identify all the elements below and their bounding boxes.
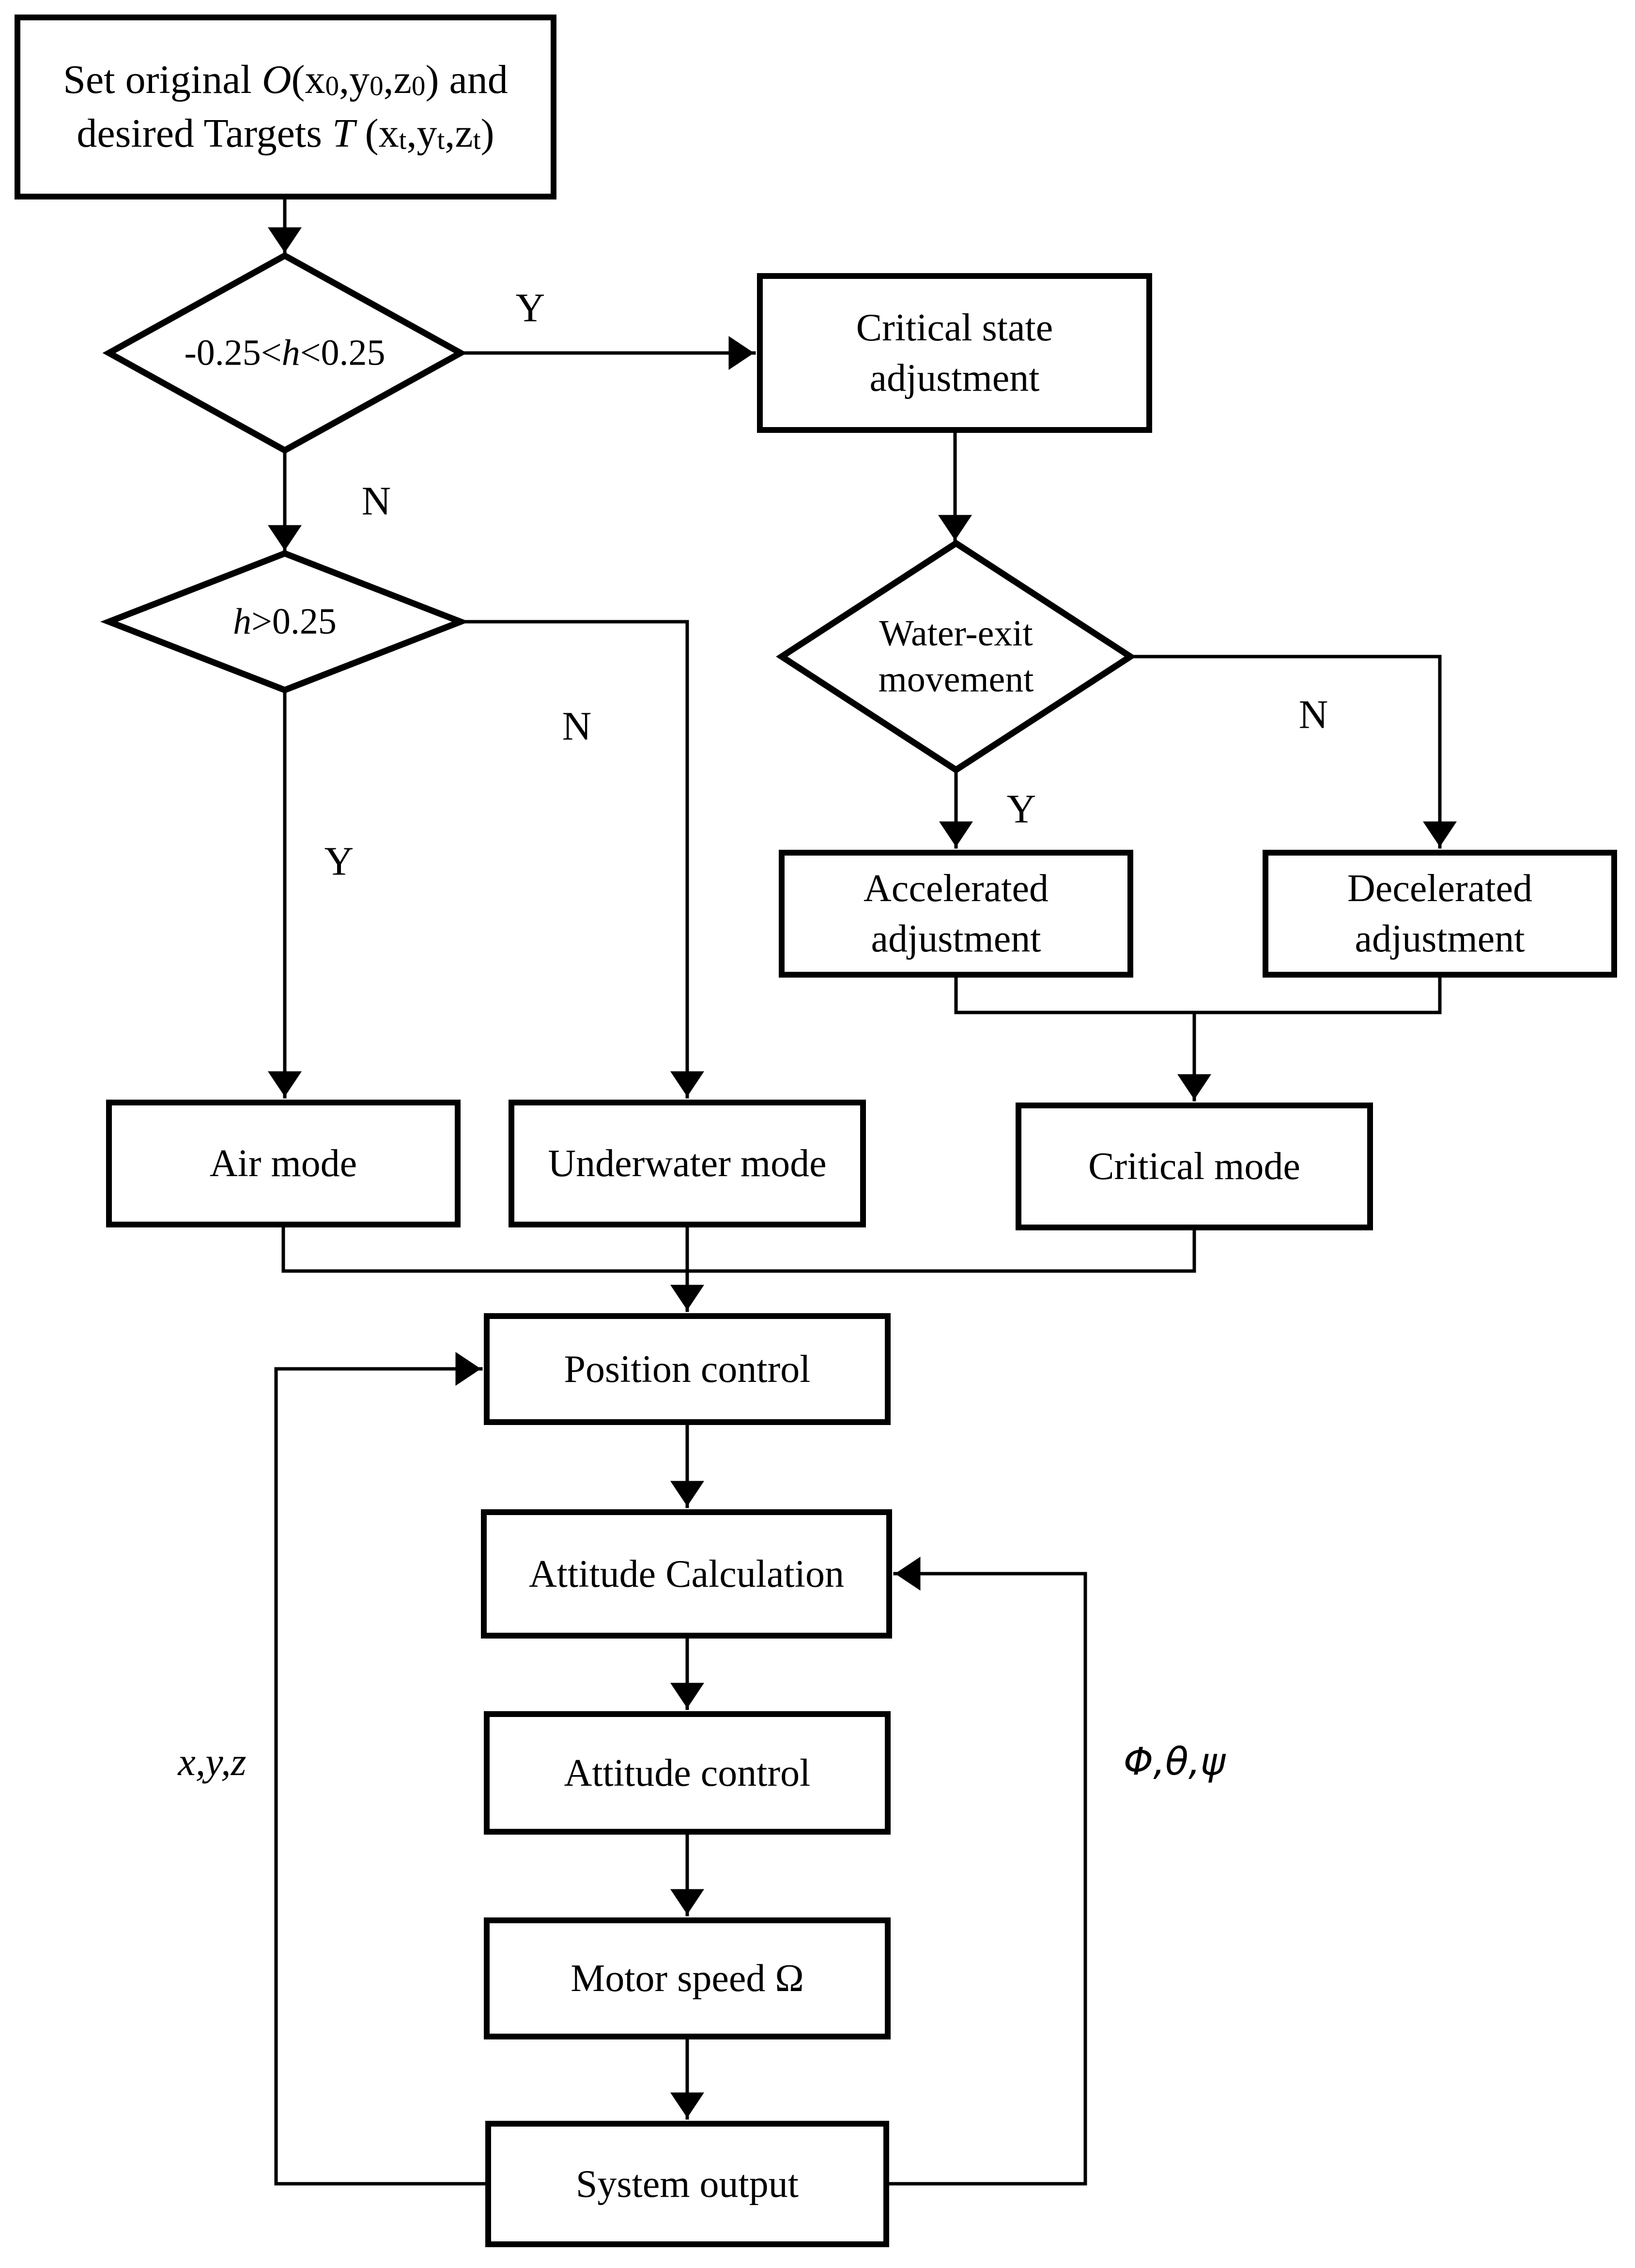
attitude-calculation-label: Attitude Calculation bbox=[529, 1552, 844, 1595]
decision-h-range-diamond bbox=[102, 252, 467, 454]
position-control-label: Position control bbox=[564, 1348, 811, 1391]
decision-h-gt-label: h>0.25 bbox=[233, 601, 337, 642]
attitude-calculation-box: Attitude Calculation bbox=[481, 1509, 892, 1639]
motor-speed-label: Motor speed Ω bbox=[571, 1957, 804, 2000]
edge-accel-to-criticalmode bbox=[954, 976, 1211, 1102]
decelerated-adjustment-label: Decelerated adjustment bbox=[1347, 867, 1532, 960]
air-mode-box: Air mode bbox=[106, 1100, 461, 1227]
motor-speed-box: Motor speed Ω bbox=[484, 1917, 891, 2039]
feedback-label-xyz: x,y,z bbox=[178, 1740, 247, 1784]
edge-label-no-h-range: N bbox=[361, 478, 391, 524]
system-output-label: System output bbox=[575, 2162, 799, 2206]
decision-h-gt-diamond bbox=[100, 550, 469, 693]
system-output-box: System output bbox=[485, 2121, 889, 2247]
underwater-mode-label: Underwater mode bbox=[548, 1142, 827, 1185]
attitude-control-box: Attitude control bbox=[484, 1711, 891, 1835]
edge-label-yes-accelerated: Y bbox=[1006, 786, 1036, 832]
position-control-box: Position control bbox=[484, 1313, 891, 1425]
edge-label-no-underwater: N bbox=[562, 704, 592, 749]
accelerated-adjustment-label: Accelerated adjustment bbox=[864, 867, 1049, 960]
edge-air-merge bbox=[281, 1226, 1196, 1273]
decision-water-exit-label: Water-exit movement bbox=[878, 613, 1034, 700]
critical-state-adjustment-box: Critical state adjustment bbox=[757, 273, 1152, 433]
underwater-mode-box: Underwater mode bbox=[509, 1100, 866, 1227]
edge-waterexit-no-decel bbox=[1128, 655, 1457, 849]
attitude-control-label: Attitude control bbox=[564, 1751, 811, 1794]
critical-mode-label: Critical mode bbox=[1088, 1145, 1300, 1188]
decision-water-exit-diamond bbox=[776, 539, 1136, 774]
critical-state-adjustment-label: Critical state adjustment bbox=[856, 306, 1053, 399]
edge-label-yes-air-mode: Y bbox=[324, 839, 354, 884]
edge-feedback-xyz bbox=[274, 1352, 487, 2186]
edge-label-no-decelerated: N bbox=[1298, 692, 1328, 737]
air-mode-label: Air mode bbox=[209, 1142, 357, 1185]
edge-feedback-angles bbox=[887, 1557, 1087, 2186]
decision-h-range-label: -0.25<h<0.25 bbox=[184, 332, 386, 373]
edge-hgt-no-underwater bbox=[459, 620, 704, 1099]
decelerated-adjustment-box: Decelerated adjustment bbox=[1263, 850, 1617, 978]
edge-label-yes-critical-state: Y bbox=[515, 285, 545, 331]
feedback-label-angles: Φ,θ,ψ bbox=[1123, 1740, 1226, 1784]
edge-decel-merge bbox=[1192, 976, 1442, 1014]
accelerated-adjustment-box: Accelerated adjustment bbox=[779, 850, 1133, 978]
critical-mode-box: Critical mode bbox=[1016, 1103, 1373, 1230]
